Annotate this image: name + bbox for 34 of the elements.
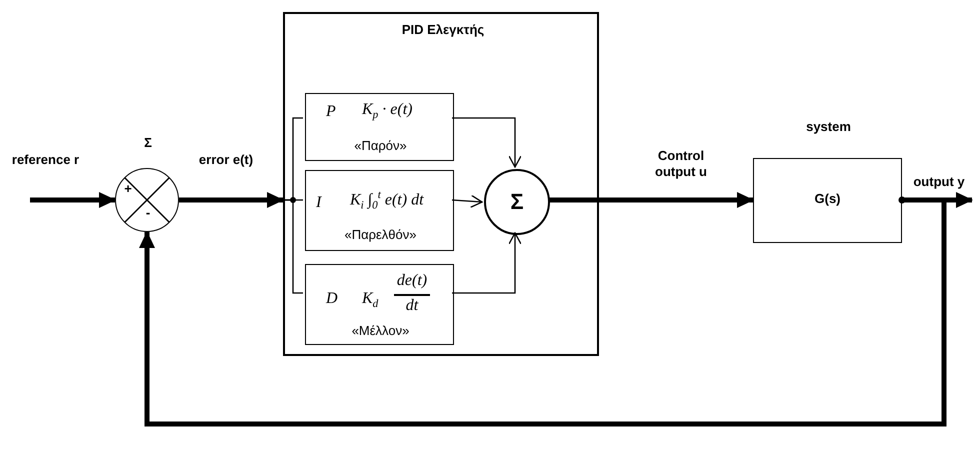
edge-label: reference r (10, 152, 80, 168)
block-box (305, 170, 454, 251)
block-text: + (123, 181, 133, 197)
arrow (548, 192, 754, 208)
arrow (452, 117, 522, 168)
formula-text: de(t) (396, 271, 428, 290)
block-text: «Παρόν» (353, 138, 408, 154)
arrow (179, 192, 284, 208)
formula-text: I (316, 193, 322, 212)
arrow (452, 194, 483, 208)
arrow (30, 192, 116, 208)
block-box (305, 264, 454, 345)
formula-text: D (326, 289, 338, 308)
block-box (305, 93, 454, 161)
block-text: PID Ελεγκτής (400, 22, 486, 38)
summing-junction-circle (484, 169, 550, 235)
controller-block (283, 12, 599, 356)
formula-text: dt (404, 296, 420, 316)
arrow (452, 232, 522, 294)
block-text: «Μέλλον» (350, 323, 410, 339)
formula-text: K$_{d}$ (362, 289, 378, 312)
edge-label: error e(t) (198, 152, 254, 168)
edge-label: Control output u (654, 148, 708, 180)
block-text: Σ (143, 135, 153, 151)
block-text: - (144, 205, 152, 221)
block-text: «Παρελθόν» (343, 227, 418, 243)
block-text: Σ (509, 189, 525, 216)
block-text: G(s) (814, 191, 842, 207)
edge-label: output y (912, 174, 966, 190)
connector-line (283, 199, 303, 294)
formula-text: P (326, 102, 336, 122)
formula-text: K$_{i}$ ∫$_{0}$$^{t}$ e(t) dt (350, 189, 424, 213)
formula-text: K$_{p}$ · e(t) (362, 100, 412, 123)
block-text: system (805, 119, 852, 135)
